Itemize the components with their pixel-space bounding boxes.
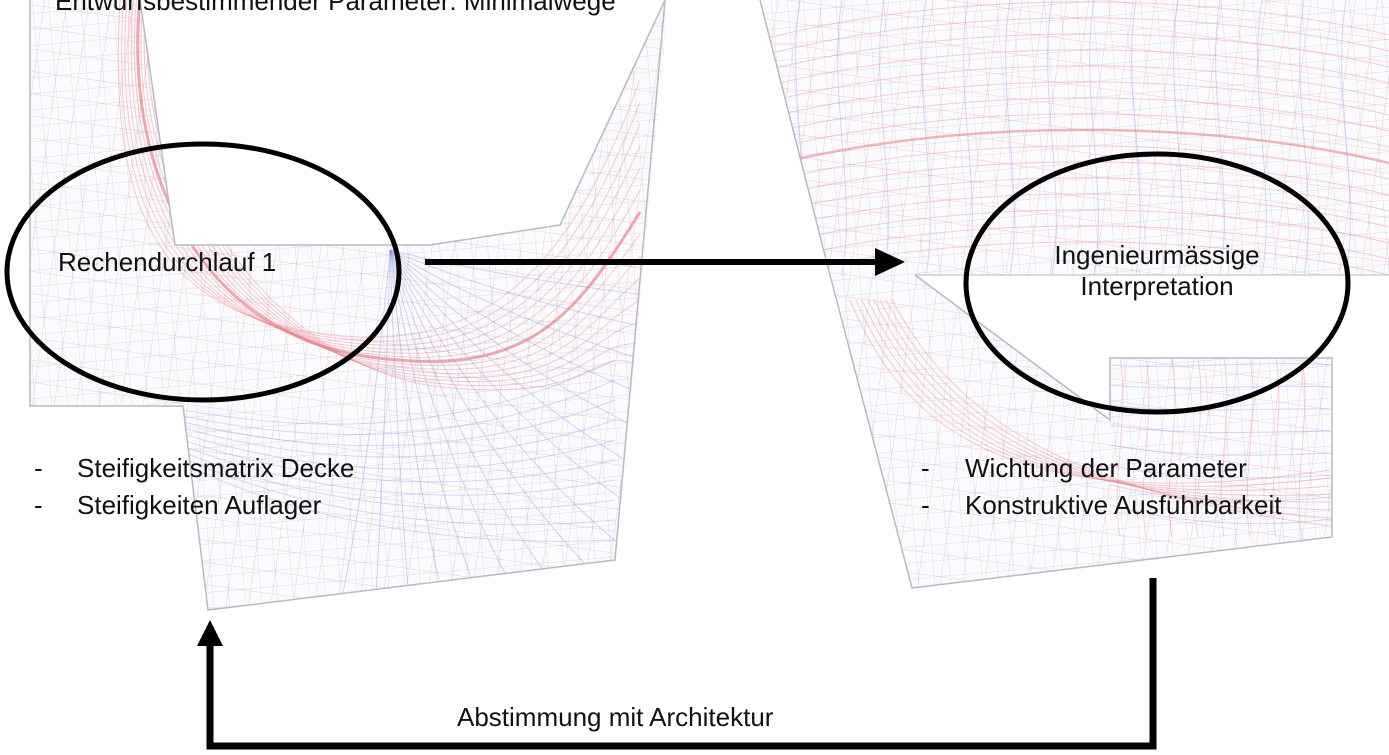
left-slab-line-field [29, 0, 666, 611]
left-list-item-1: Steifigkeitsmatrix Decke [77, 453, 355, 483]
diagram-title: Entwurfsbestimmender Parameter: Minimalw… [55, 0, 616, 16]
left-list-bullet-1: - [34, 453, 43, 483]
right-circle-label-line1: Ingenieurmässige [1054, 240, 1260, 270]
right-list-bullet-1: - [921, 453, 930, 483]
right-circle-label-line2: Interpretation [1080, 271, 1234, 302]
left-list-item-2: Steifigkeiten Auflager [77, 490, 322, 520]
right-list-bullet-2: - [921, 490, 930, 520]
forward-arrow [425, 248, 905, 276]
right-circle-label: Ingenieurmässige Interpretation [1007, 240, 1307, 302]
feedback-label: Abstimmung mit Architektur [457, 702, 774, 732]
left-list-bullet-2: - [34, 490, 43, 520]
left-ellipse [4, 141, 402, 403]
right-list-item-1: Wichtung der Parameter [965, 453, 1247, 483]
left-circle-label: Rechendurchlauf 1 [58, 247, 277, 277]
right-list-item-2: Konstruktive Ausführbarkeit [965, 490, 1282, 520]
feedback-loop-arrow [197, 578, 1157, 750]
right-ellipse [963, 151, 1351, 415]
